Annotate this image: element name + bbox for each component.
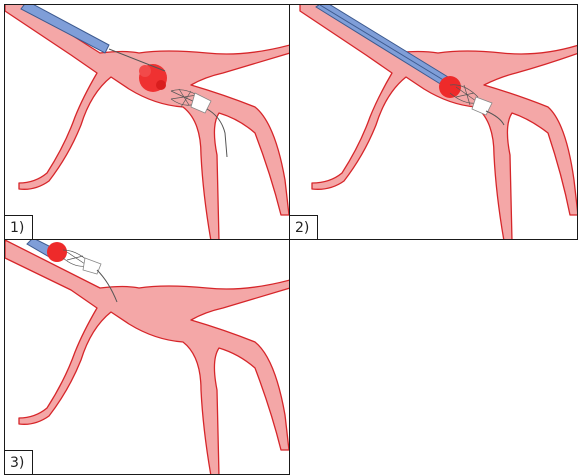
step-panel-3: 3) (4, 239, 290, 475)
vessel-illustration (5, 5, 289, 239)
catheter (315, 5, 449, 86)
step-panel-1: 1) (4, 4, 290, 240)
guide-wire (96, 269, 118, 303)
filter-device (190, 92, 212, 114)
step-panel-2: 2) (289, 4, 578, 240)
vessel-illustration (5, 240, 289, 474)
step-label: 1) (5, 215, 33, 239)
artery-tree (5, 5, 289, 239)
filter-device (471, 96, 493, 116)
artery-tree (299, 5, 577, 239)
vessel-illustration (299, 5, 577, 239)
catheter (20, 5, 110, 54)
artery-tree (5, 240, 289, 474)
guide-wire (206, 108, 228, 158)
guide-wire (485, 110, 505, 126)
blood-clot (47, 242, 67, 262)
filter-device (82, 257, 102, 275)
blood-clot (439, 76, 461, 98)
step-label: 2) (290, 215, 318, 239)
step-label: 3) (5, 450, 33, 474)
